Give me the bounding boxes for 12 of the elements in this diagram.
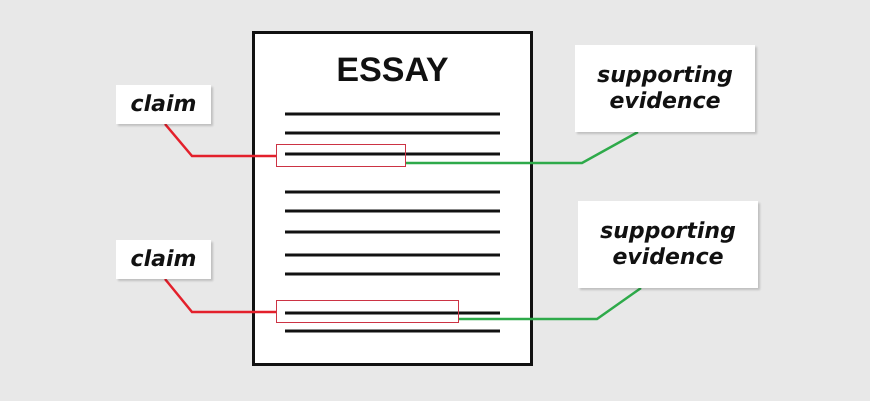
highlight-frame — [276, 144, 406, 167]
callout-label: claim — [116, 85, 211, 124]
essay-title: ESSAY — [336, 53, 449, 87]
essay-page — [252, 31, 533, 366]
leader-line — [164, 278, 276, 314]
highlight-frame — [276, 300, 459, 323]
callout-label: supporting evidence — [575, 45, 755, 132]
leader-line — [406, 130, 639, 164]
leader-line — [164, 123, 276, 158]
callout-label: claim — [116, 240, 211, 279]
leader-line — [459, 286, 642, 320]
callout-label: supporting evidence — [578, 201, 758, 288]
